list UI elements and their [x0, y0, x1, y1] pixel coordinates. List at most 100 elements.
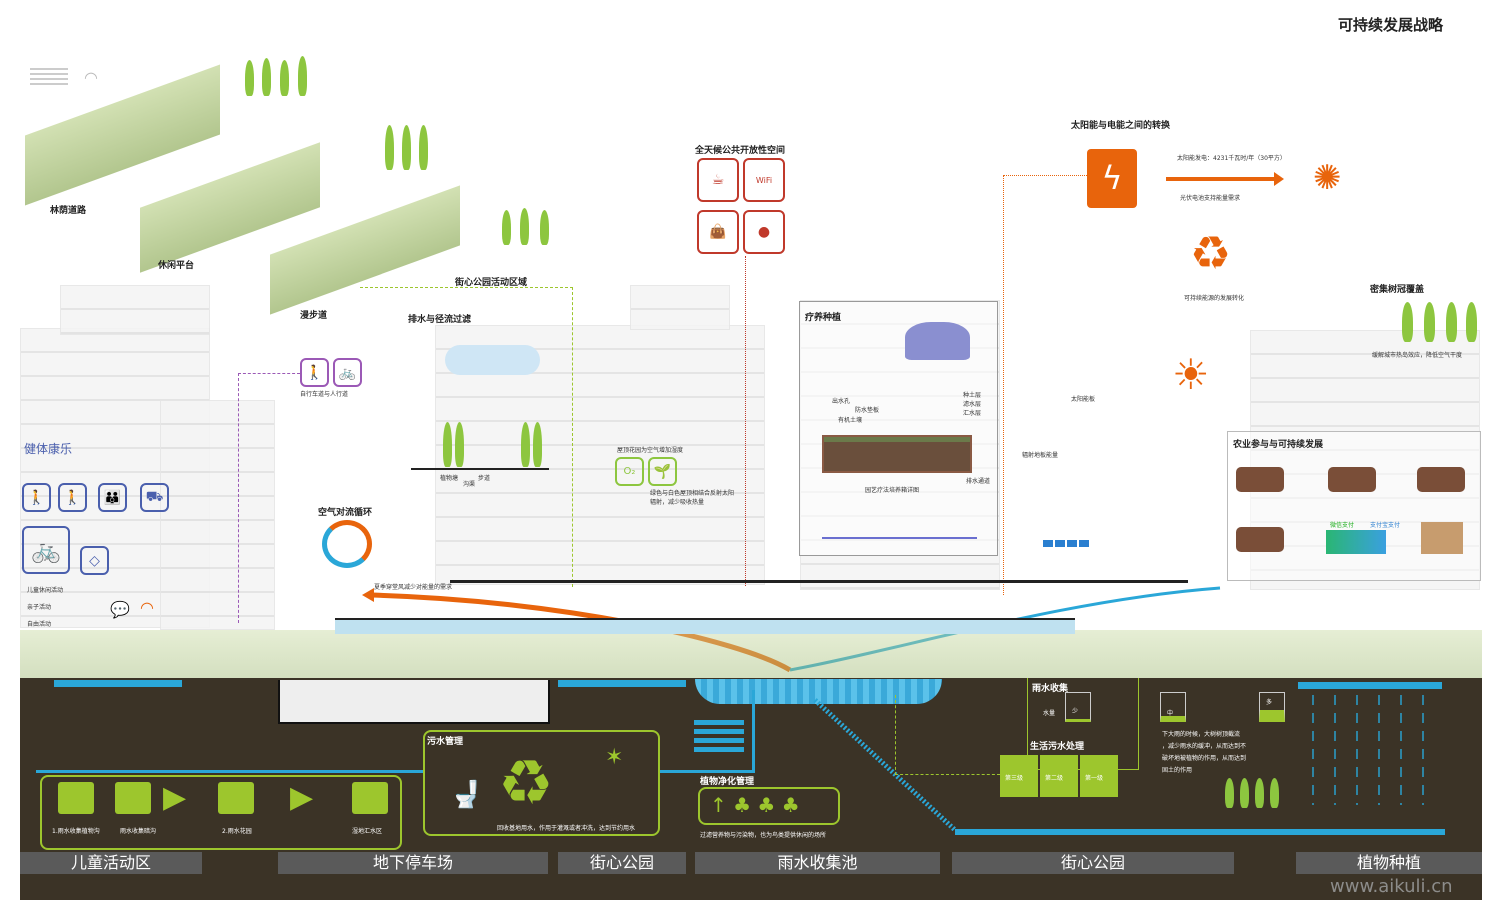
qr-code[interactable] — [1326, 530, 1386, 554]
label-healing: 疗养种植 — [805, 313, 842, 323]
label-domestic-sewage: 生活污水处理 — [1030, 742, 1085, 752]
dashed-line — [238, 373, 300, 623]
label-air: 空气对流循环 — [318, 508, 373, 518]
section-line — [411, 468, 549, 470]
tree-icon — [280, 60, 289, 96]
sewage-panel — [423, 730, 660, 836]
wechat-pay: 微信支付 — [1330, 522, 1355, 529]
healing-label: 滤水层 — [963, 401, 982, 408]
section-label: 植物塘 — [440, 475, 459, 482]
roof-reflect: 辐射，减少吸收热量 — [650, 499, 705, 506]
label-leisure-platform: 休闲平台 — [158, 261, 195, 271]
label-sewage: 污水管理 — [427, 737, 464, 747]
healing-label: 排水通道 — [966, 478, 991, 485]
level-box: 第一级 — [1080, 755, 1118, 797]
wifi-icon: ◠ — [84, 68, 98, 87]
rain-desc: ，减少雨水的缓冲，从而达到不 — [1162, 743, 1247, 750]
tree-icon — [1240, 778, 1249, 808]
soil-box — [1328, 467, 1376, 492]
canopy-desc: 缓解城市热岛效应，降低空气干度 — [1372, 352, 1463, 359]
produce-box-icon — [1421, 522, 1463, 554]
fountain-icon: ✶ — [605, 745, 624, 770]
label-solar-title: 太阳能与电能之间的转换 — [1071, 121, 1171, 131]
zone-rain-pool: 雨水收集池 — [695, 852, 940, 874]
wifi-icon: ◠ — [140, 598, 154, 617]
infiltration-bar — [558, 680, 686, 687]
gauge-mid: 中 — [1160, 692, 1186, 722]
solar-support: 光伏电池支持能量需求 — [1180, 195, 1241, 202]
fitness-item: 儿童休闲活动 — [27, 587, 64, 594]
recycle-label: 可持续能源的发展转化 — [1184, 295, 1245, 302]
healing-label: 汇水层 — [963, 410, 982, 417]
bicycle-icon: 🚲 — [22, 526, 70, 574]
label-canopy: 密集树冠覆盖 — [1370, 285, 1425, 295]
deck-level — [335, 618, 1075, 634]
level-label: 第三级 — [1005, 775, 1024, 782]
tree-icon — [402, 125, 411, 170]
arrow-right — [1166, 177, 1276, 181]
wifi-icon: WiFi — [743, 158, 785, 202]
zone-planting: 植物种植 — [1296, 852, 1482, 874]
healing-label: 出水孔 — [832, 398, 851, 405]
gauge-high: 多 — [1259, 692, 1285, 722]
water-wave-icon — [694, 720, 744, 752]
zone-park: 街心公园 — [952, 852, 1234, 874]
page-title: 可持续发展战略 — [1338, 16, 1444, 34]
label-drainage: 排水与径流过滤 — [408, 315, 472, 325]
step-label: 雨水收集暗沟 — [120, 828, 157, 835]
building — [630, 285, 730, 330]
sun-icon: ☀ — [1172, 350, 1210, 399]
gauge-label: 中 — [1167, 710, 1174, 717]
planter-box — [822, 435, 972, 473]
rain-pool — [695, 679, 942, 704]
infiltration-bar — [1298, 682, 1442, 689]
pipe — [660, 770, 755, 773]
tree-icon — [419, 125, 428, 170]
label-agri: 农业参与与可持续发展 — [1233, 440, 1324, 450]
alipay: 支付宝支付 — [1370, 522, 1401, 529]
building — [60, 285, 210, 335]
level-label: 第一级 — [1085, 775, 1104, 782]
tree-icon — [245, 60, 254, 96]
tree-icon — [443, 422, 452, 467]
tree-icon — [455, 422, 464, 467]
purple-line — [822, 537, 977, 539]
step-label: 湿地汇水区 — [352, 828, 383, 835]
gauge-label: 多 — [1266, 699, 1273, 706]
tree-icon — [521, 422, 530, 467]
person-icon: 🚶 — [22, 483, 51, 512]
tree-icon — [533, 422, 542, 467]
wave-icon — [30, 68, 68, 86]
agri-panel — [1227, 431, 1481, 581]
level-label: 第二级 — [1045, 775, 1064, 782]
rain-cloud-icon — [445, 345, 540, 375]
toilet-icon: 🚽 — [450, 780, 483, 810]
soil-box — [1417, 467, 1465, 492]
infiltration-arrows — [1310, 695, 1440, 805]
section-label: 步道 — [478, 475, 491, 482]
arrow-head — [1274, 172, 1284, 186]
roof-humid: 屋顶花园为空气增加湿度 — [617, 447, 684, 454]
healing-label: 防水垫板 — [855, 407, 880, 414]
step-label: 1.雨水收集植物沟 — [52, 828, 100, 835]
pedestrian-icon: 🚶 — [300, 358, 329, 387]
dining-icon: ● — [743, 210, 785, 254]
building — [160, 400, 275, 630]
pipe — [752, 690, 755, 772]
cycle-arrows-icon — [322, 520, 372, 568]
solar-panel — [1043, 540, 1089, 547]
tree-icon — [540, 210, 549, 245]
fitness-item: 自由活动 — [27, 621, 52, 628]
arrow-right-icon: ▶ — [163, 780, 187, 815]
culvert-icon — [115, 782, 151, 814]
coffee-icon: ☕ — [697, 158, 739, 202]
arrow-head — [362, 588, 374, 602]
arrow-right-icon: ▶ — [290, 780, 314, 815]
tree-icon — [1424, 302, 1435, 342]
label-fitness: 健体康乐 — [24, 442, 73, 456]
dotted-line — [745, 256, 746, 586]
shopping-bag-icon: 👜 — [697, 210, 739, 254]
tree-icon — [385, 125, 394, 170]
oxygen-icon: O₂ — [615, 457, 644, 486]
soil-box — [1236, 527, 1284, 552]
